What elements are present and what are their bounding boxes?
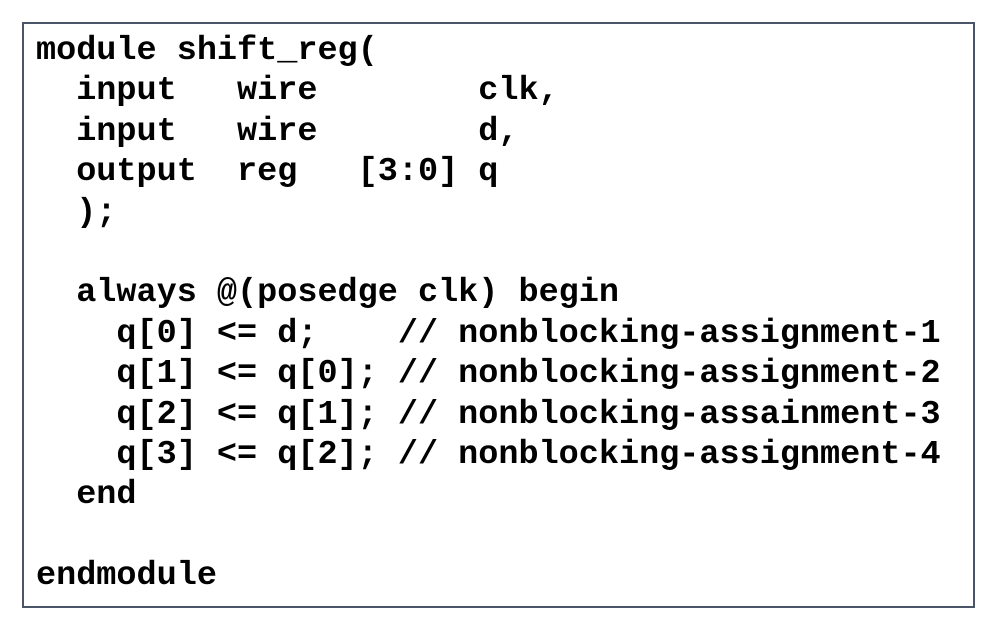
code-line-blank (36, 516, 941, 556)
verilog-code-block: module shift_reg( input wire clk, input … (36, 31, 941, 596)
code-line-assign-q3: q[3] <= q[2]; // nonblocking-assignment-… (36, 435, 941, 474)
code-line-assign-q0: q[0] <= d; // nonblocking-assignment-1 (36, 314, 941, 353)
code-line-end: end (36, 476, 137, 515)
code-line-blank (36, 233, 941, 273)
code-line-module-header: module shift_reg( (36, 32, 378, 70)
code-line-assign-q2: q[2] <= q[1]; // nonblocking-assainment-… (36, 395, 941, 434)
code-line-endmodule: endmodule (36, 557, 217, 596)
code-line-input-d: input wire d, (36, 112, 519, 151)
code-line-assign-q1: q[1] <= q[0]; // nonblocking-assignment-… (36, 355, 941, 394)
code-line-output-q: output reg [3:0] q (36, 153, 499, 192)
code-listing-frame: module shift_reg( input wire clk, input … (22, 22, 975, 608)
code-line-always-begin: always @(posedge clk) begin (36, 274, 619, 313)
code-line-input-clk: input wire clk, (36, 72, 559, 111)
code-line-port-close: ); (36, 193, 117, 232)
